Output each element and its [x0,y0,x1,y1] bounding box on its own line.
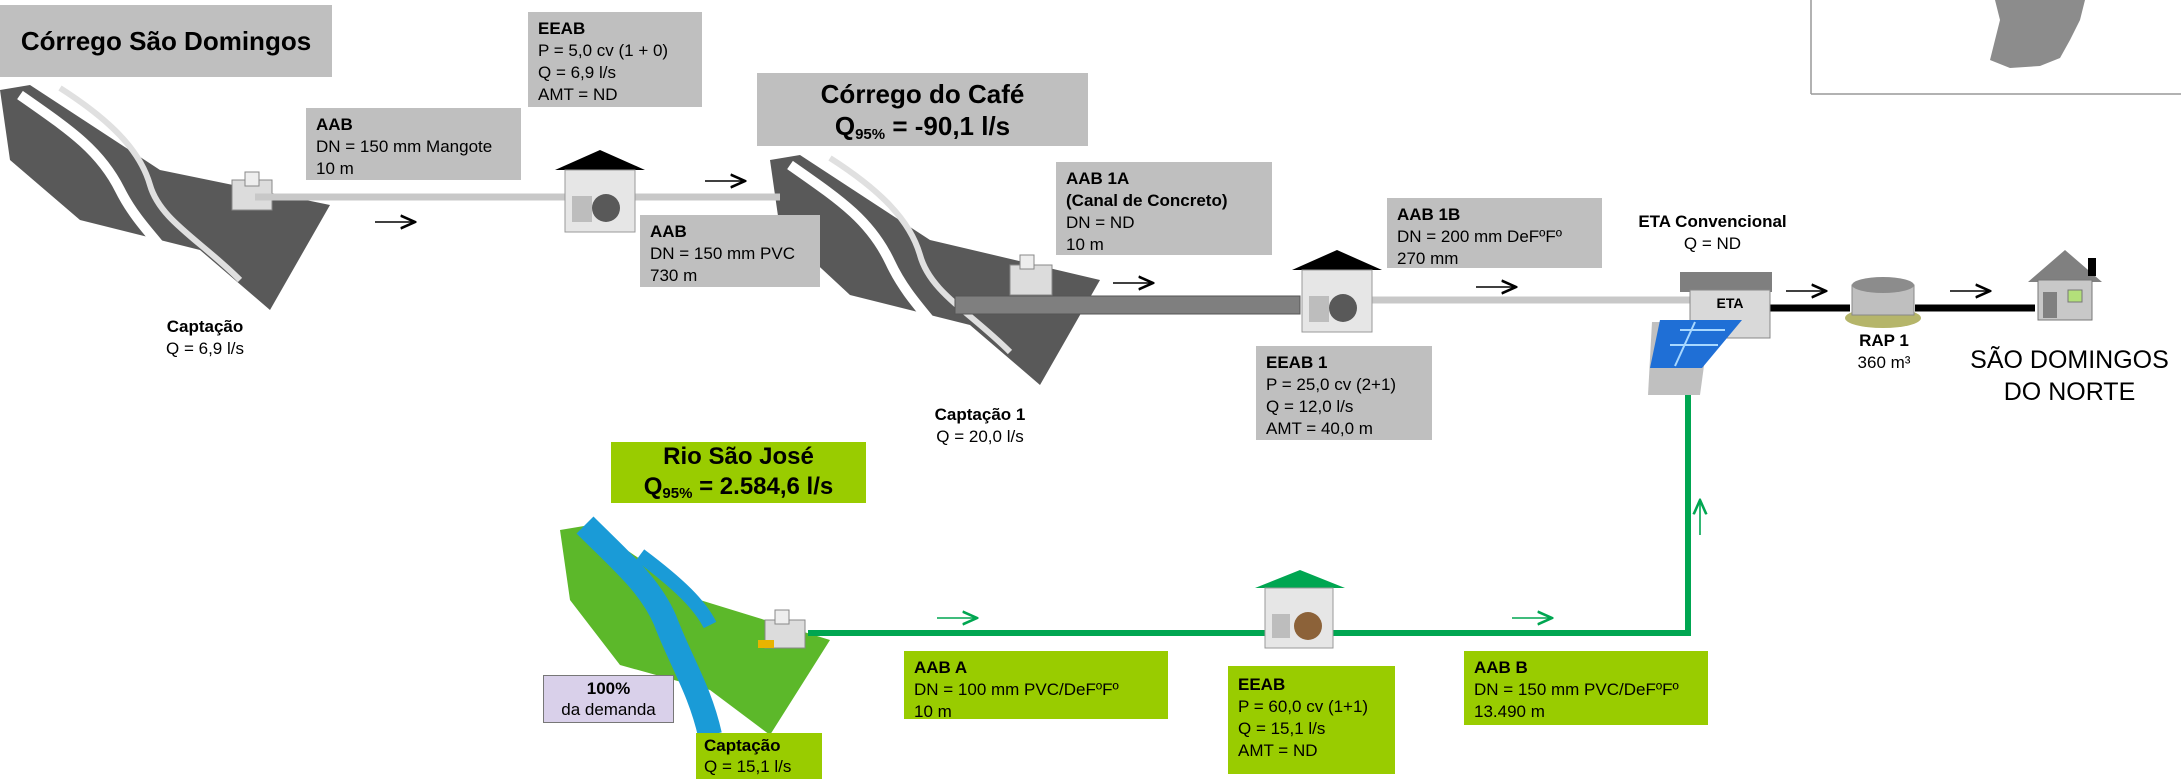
stream-corrego-do-cafe-illustration [770,155,1100,385]
aab-left-label: AAB DN = 150 mm Mangote 10 m [306,108,521,180]
stream-rio-sao-jose-illustration [560,516,830,738]
eeab-top-label: EEAB P = 5,0 cv (1 + 0) Q = 6,9 l/s AMT … [528,12,702,107]
demand-share-percent: 100% [586,679,631,698]
aab-mid-label: AAB DN = 150 mm PVC 730 m [640,215,820,287]
reservoir-rap-icon [1845,277,1921,328]
eeab-top-power: P = 5,0 cv (1 + 0) [538,41,669,60]
aab-1b-label: AAB 1B DN = 200 mm DeFºFº 270 mm [1387,198,1602,268]
rap-volume: 360 m³ [1857,353,1911,372]
demand-share-box: 100% da demanda [543,675,674,723]
aab-mid-title: AAB [650,222,687,241]
pump-station-eeab-icon [555,150,645,233]
captacao-sao-domingos-title: Captação [166,317,244,336]
corrego-do-cafe-name: Córrego do Café [820,79,1025,109]
aab-b-length: 13.490 m [1474,702,1545,721]
captacao-sao-domingos-flow: Q = 6,9 l/s [166,339,244,358]
eeab-1-amt: AMT = 40,0 m [1266,419,1373,438]
eeab-top-title: EEAB [538,19,586,38]
eta-label: ETA Convencional Q = ND [1610,211,1815,255]
aab-a-length: 10 m [914,702,952,721]
rio-sao-jose-q95: Q95% = 2.584,6 l/s [643,473,834,502]
aab-left-title: AAB [316,115,353,134]
aab-mid-diameter: DN = 150 mm PVC [650,244,796,263]
eeab-1-power: P = 25,0 cv (2+1) [1266,375,1397,394]
aab-b-title: AAB B [1474,658,1528,677]
captacao-rio-sao-jose-label: Captação Q = 15,1 l/s [696,733,822,779]
eeab-green-amt: AMT = ND [1238,741,1318,760]
aab-1b-diameter: DN = 200 mm DeFºFº [1397,227,1562,246]
eeab-green-flow: Q = 15,1 l/s [1238,719,1326,738]
captacao-rio-sao-jose-flow: Q = 15,1 l/s [704,757,792,776]
aab-mid-length: 730 m [650,266,698,285]
eeab-1-label: EEAB 1 P = 25,0 cv (2+1) Q = 12,0 l/s AM… [1256,346,1432,440]
rio-sao-jose-name: Rio São José [663,443,814,470]
aab-a-diameter: DN = 100 mm PVC/DeFºFº [914,680,1119,699]
eta-title: ETA Convencional [1638,212,1787,231]
city-name-line-2: DO NORTE [2003,378,2136,406]
city-name: SÃO DOMINGOS DO NORTE [1958,344,2181,408]
corrego-sao-domingos-title: Córrego São Domingos [0,5,332,77]
aab-1a-label: AAB 1A (Canal de Concreto) DN = ND 10 m [1056,162,1272,255]
city-name-line-1: SÃO DOMINGOS [1970,346,2169,374]
eeab-green-power: P = 60,0 cv (1+1) [1238,697,1369,716]
eeab-top-flow: Q = 6,9 l/s [538,63,616,82]
eta-tank-label: ETA [1716,295,1744,311]
eta-flow: Q = ND [1683,234,1742,253]
rio-sao-jose-title: Rio São José Q95% = 2.584,6 l/s [611,442,866,503]
captacao-1-flow: Q = 20,0 l/s [936,427,1024,446]
eeab-1-title: EEAB 1 [1266,353,1328,372]
captacao-rio-sao-jose-title: Captação [704,736,781,755]
pipe-aab-1a-channel [954,295,1301,315]
rap-label: RAP 1 360 m³ [1843,330,1925,374]
eeab-green-title: EEAB [1238,675,1286,694]
eeab-top-amt: AMT = ND [538,85,618,104]
corrego-do-cafe-title: Córrego do Café Q95% = -90,1 l/s [757,73,1088,146]
aab-b-label: AAB B DN = 150 mm PVC/DeFºFº 13.490 m [1464,651,1708,725]
pipe-aab-b [1328,395,1691,636]
city-house-icon [2028,250,2102,321]
eeab-green-label: EEAB P = 60,0 cv (1+1) Q = 15,1 l/s AMT … [1228,666,1395,774]
pump-station-eeab-1-icon [1292,250,1382,333]
captacao-sao-domingos-label: Captação Q = 6,9 l/s [140,316,270,360]
eta-treatment-plant-icon [1648,272,1772,395]
eeab-1-flow: Q = 12,0 l/s [1266,397,1354,416]
aab-1b-length: 270 mm [1397,249,1459,268]
aab-left-diameter: DN = 150 mm Mangote [316,137,493,156]
pump-station-eeab-green-icon [1255,570,1345,649]
aab-1b-title: AAB 1B [1397,205,1461,224]
rap-title: RAP 1 [1859,331,1909,350]
stream-sao-domingos-illustration [0,85,330,310]
captacao-1-title: Captação 1 [934,405,1026,424]
captacao-1-label: Captação 1 Q = 20,0 l/s [900,404,1060,448]
aab-b-diameter: DN = 150 mm PVC/DeFºFº [1474,680,1679,699]
aab-a-label: AAB A DN = 100 mm PVC/DeFºFº 10 m [904,651,1168,721]
location-map-inset [1810,0,2181,95]
aab-1a-title: AAB 1A [1066,169,1130,188]
aab-1a-subtitle: (Canal de Concreto) [1066,191,1228,210]
demand-share-text: da demanda [561,700,656,719]
aab-1a-length: 10 m [1066,235,1104,254]
aab-1a-diameter: DN = ND [1066,213,1135,232]
aab-left-length: 10 m [316,159,354,178]
aab-a-title: AAB A [914,658,968,677]
corrego-do-cafe-q95: Q95% = -90,1 l/s [834,111,1011,143]
